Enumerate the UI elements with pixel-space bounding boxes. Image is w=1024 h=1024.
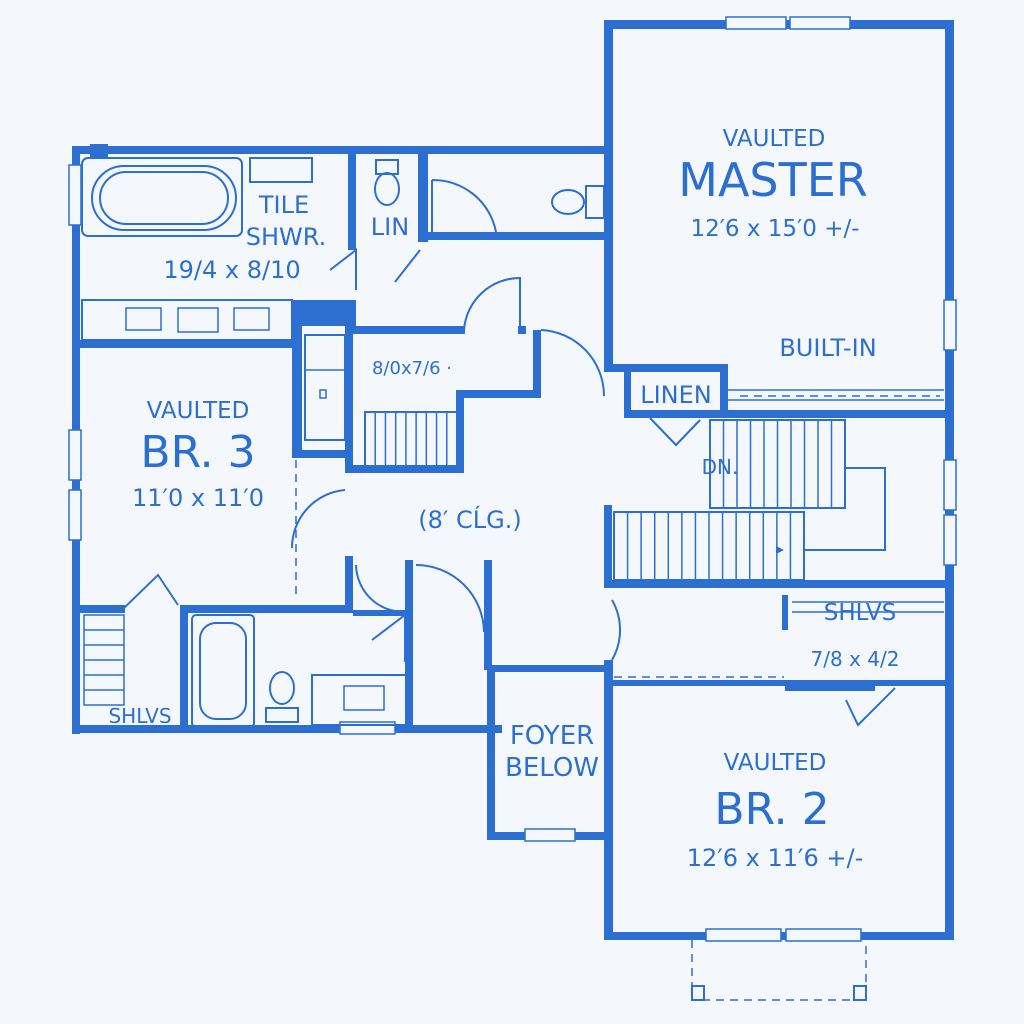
br2-vaulted-label: VAULTED	[724, 750, 827, 776]
tile-shower-label-1: TILE	[258, 191, 309, 219]
bathtub-master	[81, 157, 243, 237]
lin-label: LIN	[371, 213, 409, 241]
br2-room-size: 12′6 x 11′6 +/-	[687, 844, 863, 872]
built-in-label: BUILT-IN	[779, 334, 876, 362]
main-staircase	[613, 419, 886, 581]
master-vaulted-label: VAULTED	[723, 126, 826, 152]
toilet-master	[551, 185, 605, 219]
dashed-lines	[295, 389, 944, 1001]
shelves-left-label: SHLVS	[108, 704, 171, 728]
stair-small	[364, 411, 458, 471]
linen-label: LINEN	[640, 381, 712, 409]
shelves-right-label: SHLVS	[824, 600, 897, 626]
br3-room-size: 11′0 x 11′0	[132, 484, 264, 512]
br3-vaulted-label: VAULTED	[147, 398, 250, 424]
closet-size-label: 8/0x7/6 ·	[372, 358, 452, 379]
toilet-lin	[374, 159, 400, 206]
foyer-label-1: FOYER	[510, 721, 594, 751]
interior-walls	[80, 150, 954, 730]
vanity-master	[81, 299, 293, 341]
windows	[68, 16, 957, 942]
shower-seat	[249, 157, 313, 183]
door-swings	[290, 178, 896, 727]
tile-shower-label-2: SHWR.	[246, 223, 326, 251]
shelves-closet-size: 7/8 x 4/2	[811, 647, 900, 671]
vanity-br3	[311, 674, 408, 726]
br3-room-name: BR. 3	[140, 427, 255, 478]
toilet-br3	[265, 671, 299, 723]
master-room-name: MASTER	[678, 153, 867, 207]
bathtub-br3	[191, 614, 255, 728]
closet-shelf	[304, 334, 346, 441]
hall-ceiling-label: (8′ CĹG.)	[418, 505, 521, 534]
stair-down-label: DN.	[702, 455, 739, 479]
master-room-size: 12′6 x 15′0 +/-	[690, 216, 859, 242]
shelves-left	[83, 573, 179, 706]
foyer-label-2: BELOW	[505, 753, 599, 783]
master-bath-size: 19/4 x 8/10	[163, 256, 300, 284]
br2-room-name: BR. 2	[714, 784, 829, 835]
